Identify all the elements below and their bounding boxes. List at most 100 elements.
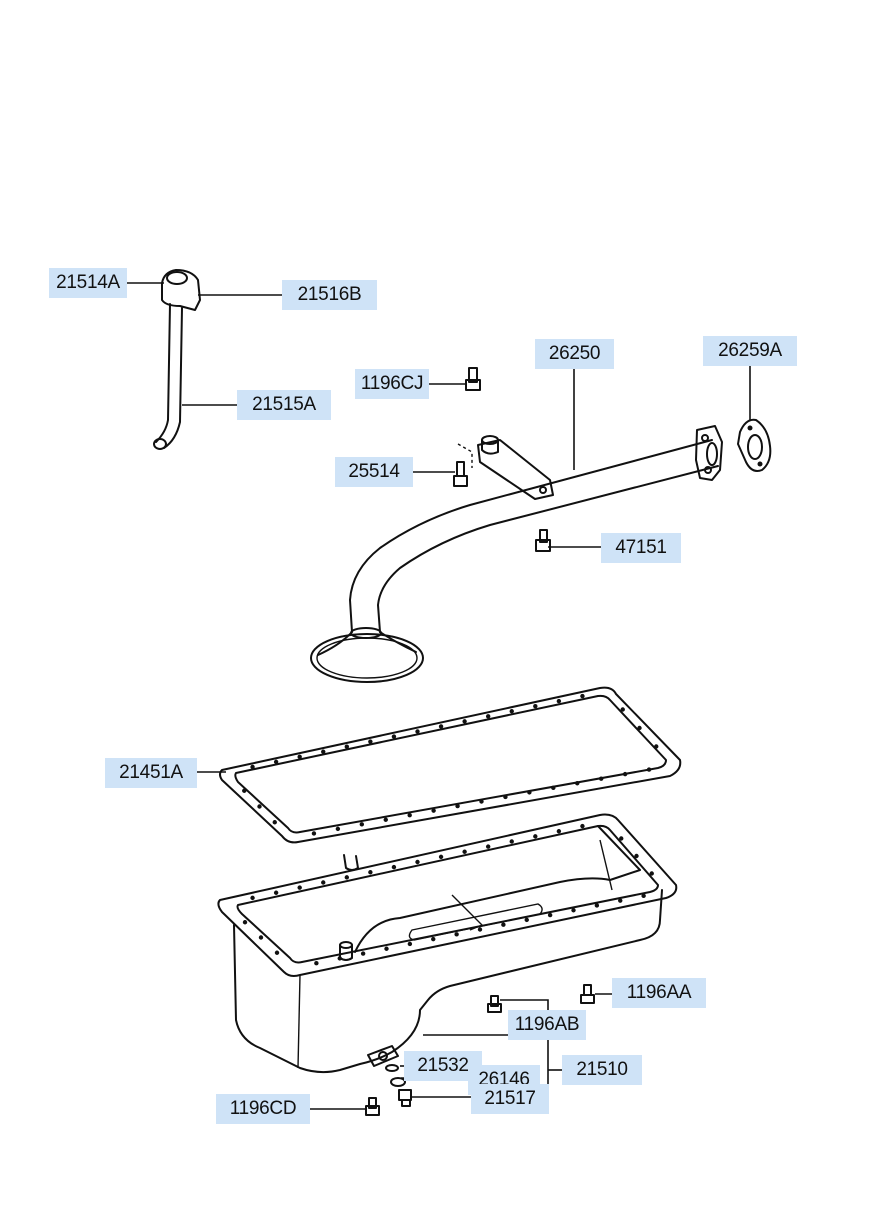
bolt-hole	[297, 885, 302, 890]
bolt-hole	[360, 951, 366, 956]
bolt-1196CD	[365, 1097, 380, 1116]
label-25514[interactable]: 25514	[335, 457, 413, 487]
bolt-hole	[641, 893, 646, 899]
bolt-hole	[622, 771, 628, 777]
bolt-hole	[407, 812, 412, 818]
bolt-hole	[384, 946, 389, 951]
bolt-hole	[250, 895, 255, 901]
bolt-hole	[501, 922, 506, 927]
bolt-hole	[273, 890, 279, 895]
bolt-hole	[524, 917, 529, 923]
bolt-hole	[257, 804, 262, 809]
bolt-hole	[618, 898, 623, 903]
bolt-hole	[556, 829, 562, 834]
bolt-hole	[335, 826, 341, 832]
bolt-hole	[415, 729, 420, 734]
label-1196AB[interactable]: 1196AB	[508, 1010, 586, 1040]
bolt-hole	[509, 839, 514, 844]
bolt-hole	[509, 709, 514, 714]
label-21515A[interactable]: 21515A	[237, 390, 331, 420]
bolt-hole	[533, 703, 538, 709]
bolt-hole	[485, 714, 491, 719]
bolt-hole	[527, 790, 532, 795]
label-21514A[interactable]: 21514A	[49, 268, 127, 298]
drain-plug-parts	[385, 1064, 412, 1107]
oil-pan-gasket	[219, 686, 682, 844]
bolt-hole	[571, 908, 576, 913]
label-21451A[interactable]: 21451A	[105, 758, 197, 788]
bolt-hole	[556, 698, 562, 704]
bolt-hole	[242, 788, 247, 793]
bolt-hole	[503, 794, 508, 800]
bolt-hole	[391, 864, 397, 870]
bolt-hole	[258, 935, 264, 940]
bolt-1196AB	[487, 995, 502, 1013]
bolt-hole	[477, 927, 483, 932]
label-21516B[interactable]: 21516B	[282, 280, 377, 310]
bolt-hole	[368, 739, 373, 744]
bolt-hole	[649, 871, 654, 876]
label-1196AA[interactable]: 1196AA	[612, 978, 706, 1008]
bolt-hole	[646, 767, 652, 772]
bolt-hole	[337, 956, 342, 961]
bolt-hole	[462, 719, 467, 724]
bolt-hole	[438, 854, 444, 860]
bolt-hole	[359, 822, 365, 827]
label-26259A[interactable]: 26259A	[703, 336, 797, 366]
dipstick-assembly	[153, 269, 201, 450]
bolt-hole	[274, 950, 280, 955]
bolt-hole	[454, 932, 459, 937]
bolt-hole	[344, 875, 350, 880]
bolt-hole	[383, 817, 388, 822]
bolt-25514	[453, 461, 468, 487]
bolt-hole	[311, 831, 317, 836]
oil-pan	[217, 813, 678, 1074]
bolt-hole	[619, 836, 624, 841]
bolt-hole	[407, 941, 413, 947]
bolt-hole	[438, 724, 444, 729]
bolt-hole	[598, 776, 604, 781]
bolt-hole	[250, 764, 255, 770]
label-21517[interactable]: 21517	[471, 1084, 549, 1114]
bolt-hole	[580, 823, 585, 829]
bolt-hole	[575, 781, 580, 786]
bolt-1196AA	[580, 984, 595, 1004]
bolt-hole	[594, 903, 600, 908]
bolt-hole	[479, 799, 484, 804]
bolt-hole	[485, 844, 491, 849]
label-47151[interactable]: 47151	[601, 533, 681, 563]
bolt-hole	[620, 707, 625, 712]
bolt-hole	[431, 808, 436, 813]
bolt-hole	[533, 834, 538, 839]
bolt-hole	[314, 960, 319, 966]
bolt-hole	[580, 693, 585, 699]
oil-screen-pipe	[310, 425, 723, 683]
bolt-hole	[272, 820, 277, 825]
pipe-gasket	[737, 418, 772, 472]
bolt-hole	[321, 749, 326, 754]
gasket-bolt-holes	[242, 693, 659, 966]
bolt-hole	[654, 744, 659, 749]
bolt-47151	[535, 529, 551, 552]
bolt-hole	[637, 725, 642, 731]
bolt-hole	[242, 920, 248, 925]
bolt-hole	[273, 759, 279, 765]
bolt-hole	[462, 849, 467, 854]
bolt-hole	[368, 870, 373, 875]
label-1196CD[interactable]: 1196CD	[216, 1094, 310, 1124]
label-26250[interactable]: 26250	[535, 339, 614, 369]
bolt-hole	[455, 803, 460, 809]
bolt-hole	[431, 936, 436, 942]
label-1196CJ[interactable]: 1196CJ	[355, 369, 429, 399]
bolt-hole	[551, 785, 556, 791]
bolt-hole	[547, 912, 553, 918]
bolt-hole	[321, 880, 326, 885]
bolt-1196CJ	[465, 367, 481, 391]
bolt-hole	[634, 853, 639, 859]
bolt-hole	[297, 754, 302, 760]
bolt-hole	[415, 859, 420, 865]
label-21510[interactable]: 21510	[562, 1055, 642, 1085]
bolt-hole	[344, 744, 350, 749]
bolt-hole	[391, 734, 397, 739]
